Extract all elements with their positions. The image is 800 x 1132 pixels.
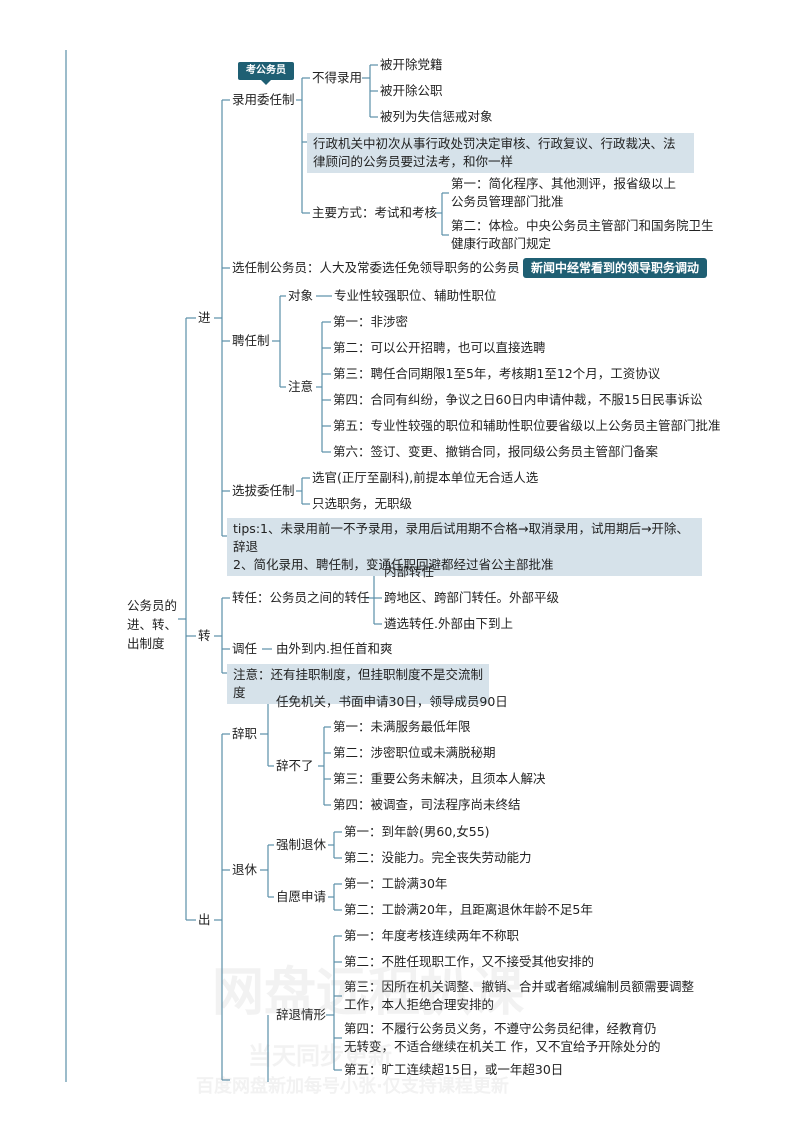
tuixiu-node: 退休 bbox=[232, 862, 258, 877]
item-line: 工作，本人拒绝合理安排的 bbox=[344, 997, 495, 1012]
item-line: 第四：不履行公务员义务，不遵守公务员纪律，经教育仍 bbox=[344, 1021, 657, 1036]
tips-line: 2、简化录用、聘任制，变通任职回避都经过省公主部批准 bbox=[233, 557, 554, 572]
note-line: 律顾问的公务员要过法考，和你一样 bbox=[313, 154, 514, 169]
zhuyi-item: 第二：可以公开招聘，也可以直接选聘 bbox=[333, 340, 546, 355]
zhuyi-item: 第五：专业性较强的职位和辅助性职位要省级以上公务员主管部门批准 bbox=[333, 418, 721, 433]
zhuyi-item: 第三：聘任合同期限1至5年，考核期1至12个月，工资协议 bbox=[333, 366, 661, 381]
item-line: 第五：旷工连续超15日，或一年超30日 bbox=[344, 1062, 564, 1077]
pinren-node: 聘任制 bbox=[232, 333, 270, 348]
citui-item: 第四：不履行公务员义务，不遵守公务员纪律，经教育仍 无转变，不适合继续在机关工 … bbox=[344, 1020, 660, 1056]
item-line: 第二：不胜任现职工作，又不接受其他安排的 bbox=[344, 954, 595, 969]
citui-item: 第一：年度考核连续两年不称职 bbox=[344, 927, 519, 945]
root-line: 公务员的 bbox=[127, 598, 178, 613]
item-line: 第一：简化程序、其他测评，报省级以上 bbox=[451, 176, 677, 191]
branch-zhuan: 转 bbox=[198, 628, 211, 643]
zhuyi-item: 第一：非涉密 bbox=[333, 314, 409, 329]
qiangzhi-item: 第一：到年龄(男60,女55) bbox=[344, 824, 490, 839]
item-line: 第一：年度考核连续两年不称职 bbox=[344, 928, 520, 943]
zhuyao-item: 第一：简化程序、其他测评，报省级以上 公务员管理部门批准 bbox=[451, 175, 676, 211]
citui-item: 第二：不胜任现职工作，又不接受其他安排的 bbox=[344, 953, 594, 971]
branch-chu: 出 bbox=[198, 912, 211, 927]
tips-note: tips:1、未录用前一不予录用，录用后试用期不合格→取消录用，试用期后→开除、… bbox=[227, 518, 702, 576]
watermark-line: 百度网盘新加每号小张·仅支持课程更新 bbox=[196, 1076, 509, 1097]
xuanren-badge: 新闻中经常看到的领导职务调动 bbox=[523, 258, 708, 278]
zhuyi-node: 注意 bbox=[288, 379, 314, 394]
cibuliao-item: 第三：重要公务未解决，且须本人解决 bbox=[333, 771, 546, 786]
xuanba-node: 选拔委任制 bbox=[232, 483, 295, 498]
diaoren-node: 调任 bbox=[232, 641, 258, 656]
item-line: 公务员管理部门批准 bbox=[451, 194, 564, 209]
zhuyi-item: 第六：签订、变更、撤销合同，报同级公务员主管部门备案 bbox=[333, 444, 659, 459]
root-node: 公务员的 进、转、 出制度 bbox=[127, 596, 177, 653]
item-line: 无转变，不适合继续在机关工 作，又不宜给予开除处分的 bbox=[344, 1039, 661, 1054]
ziyuan-item: 第二：工龄满20年，且距离退休年龄不足5年 bbox=[344, 902, 593, 917]
xuanba-item: 选官(正厅至副科),前提本单位无合适人选 bbox=[312, 470, 539, 485]
citui-node: 辞退情形 bbox=[276, 1007, 327, 1022]
bude-item: 被列为失信惩戒对象 bbox=[380, 109, 493, 124]
zhuanren-item: 遴选转任.外部由下到上 bbox=[384, 616, 513, 631]
zhuan-note: 注意：还有挂职制度，但挂职制度不是交流制度 bbox=[227, 664, 489, 704]
watermark-line: 网盘远程扒课 bbox=[212, 963, 525, 1023]
exam-tag: 考公务员 bbox=[238, 62, 294, 85]
cibuliao-item: 第二：涉密职位或未满脱秘期 bbox=[333, 745, 496, 760]
xuanren-node: 选任制公务员：人大及常委选任免领导职务的公务员 bbox=[232, 260, 520, 275]
zhuanren-node: 转任：公务员之间的转任 bbox=[232, 590, 370, 605]
root-line: 进、转、 bbox=[127, 617, 178, 632]
xuanba-item: 只选职务，无职级 bbox=[312, 496, 413, 511]
duixiang-node: 对象 bbox=[288, 288, 314, 303]
qiangzhi-node: 强制退休 bbox=[276, 837, 327, 852]
qiangzhi-item: 第二：没能力。完全丧失劳动能力 bbox=[344, 850, 532, 865]
item-line: 健康行政部门规定 bbox=[451, 236, 552, 251]
cibuliao-item: 第四：被调查，司法程序尚未终结 bbox=[333, 797, 521, 812]
ziyuan-node: 自愿申请 bbox=[276, 889, 327, 904]
ziyuan-item: 第一：工龄满30年 bbox=[344, 876, 448, 891]
item-line: 第三：因所在机关调整、撤销、合并或者缩减编制员额需要调整 bbox=[344, 979, 695, 994]
bude-item: 被开除党籍 bbox=[380, 57, 443, 72]
watermark-line: 当天同步更新 bbox=[248, 1042, 392, 1070]
note-faokao: 行政机关中初次从事行政处罚决定审核、行政复议、行政裁决、法 律顾问的公务员要过法… bbox=[307, 133, 694, 173]
zhuanren-item: 跨地区、跨部门转任。外部平级 bbox=[384, 590, 560, 605]
root-line: 出制度 bbox=[127, 636, 165, 651]
zhuyao-item: 第二：体检。中央公务员主管部门和国务院卫生 健康行政部门规定 bbox=[451, 217, 714, 253]
zhuyao-node: 主要方式：考试和考核 bbox=[312, 205, 438, 220]
zhuyi-item: 第四：合同有纠纷，争议之日60日内申请仲裁，不服15日民事诉讼 bbox=[333, 392, 703, 407]
note-line: 行政机关中初次从事行政处罚决定审核、行政复议、行政裁决、法 bbox=[313, 136, 676, 151]
branch-jin: 进 bbox=[198, 310, 211, 325]
cizhi-node: 辞职 bbox=[232, 726, 258, 741]
citui-item: 第五：旷工连续超15日，或一年超30日 bbox=[344, 1061, 563, 1079]
luyong-node: 录用委任制 bbox=[232, 92, 295, 107]
item-line: 第二：体检。中央公务员主管部门和国务院卫生 bbox=[451, 218, 714, 233]
duixiang-text: 专业性较强职位、辅助性职位 bbox=[334, 288, 497, 303]
zhuanren-item: 内部转任 bbox=[384, 564, 435, 579]
citui-item: 第三：因所在机关调整、撤销、合并或者缩减编制员额需要调整 工作，本人拒绝合理安排… bbox=[344, 978, 694, 1014]
bude-node: 不得录用 bbox=[312, 70, 363, 85]
cibuliao-item: 第一：未满服务最低年限 bbox=[333, 719, 471, 734]
diaoren-text: 由外到内.担任首和爽 bbox=[276, 641, 393, 656]
bude-item: 被开除公职 bbox=[380, 83, 443, 98]
renmian-node: 任免机关，书面申请30日，领导成员90日 bbox=[276, 694, 508, 709]
cibuliao-node: 辞不了 bbox=[276, 758, 314, 773]
tips-line: tips:1、未录用前一不予录用，录用后试用期不合格→取消录用，试用期后→开除、… bbox=[233, 521, 689, 554]
